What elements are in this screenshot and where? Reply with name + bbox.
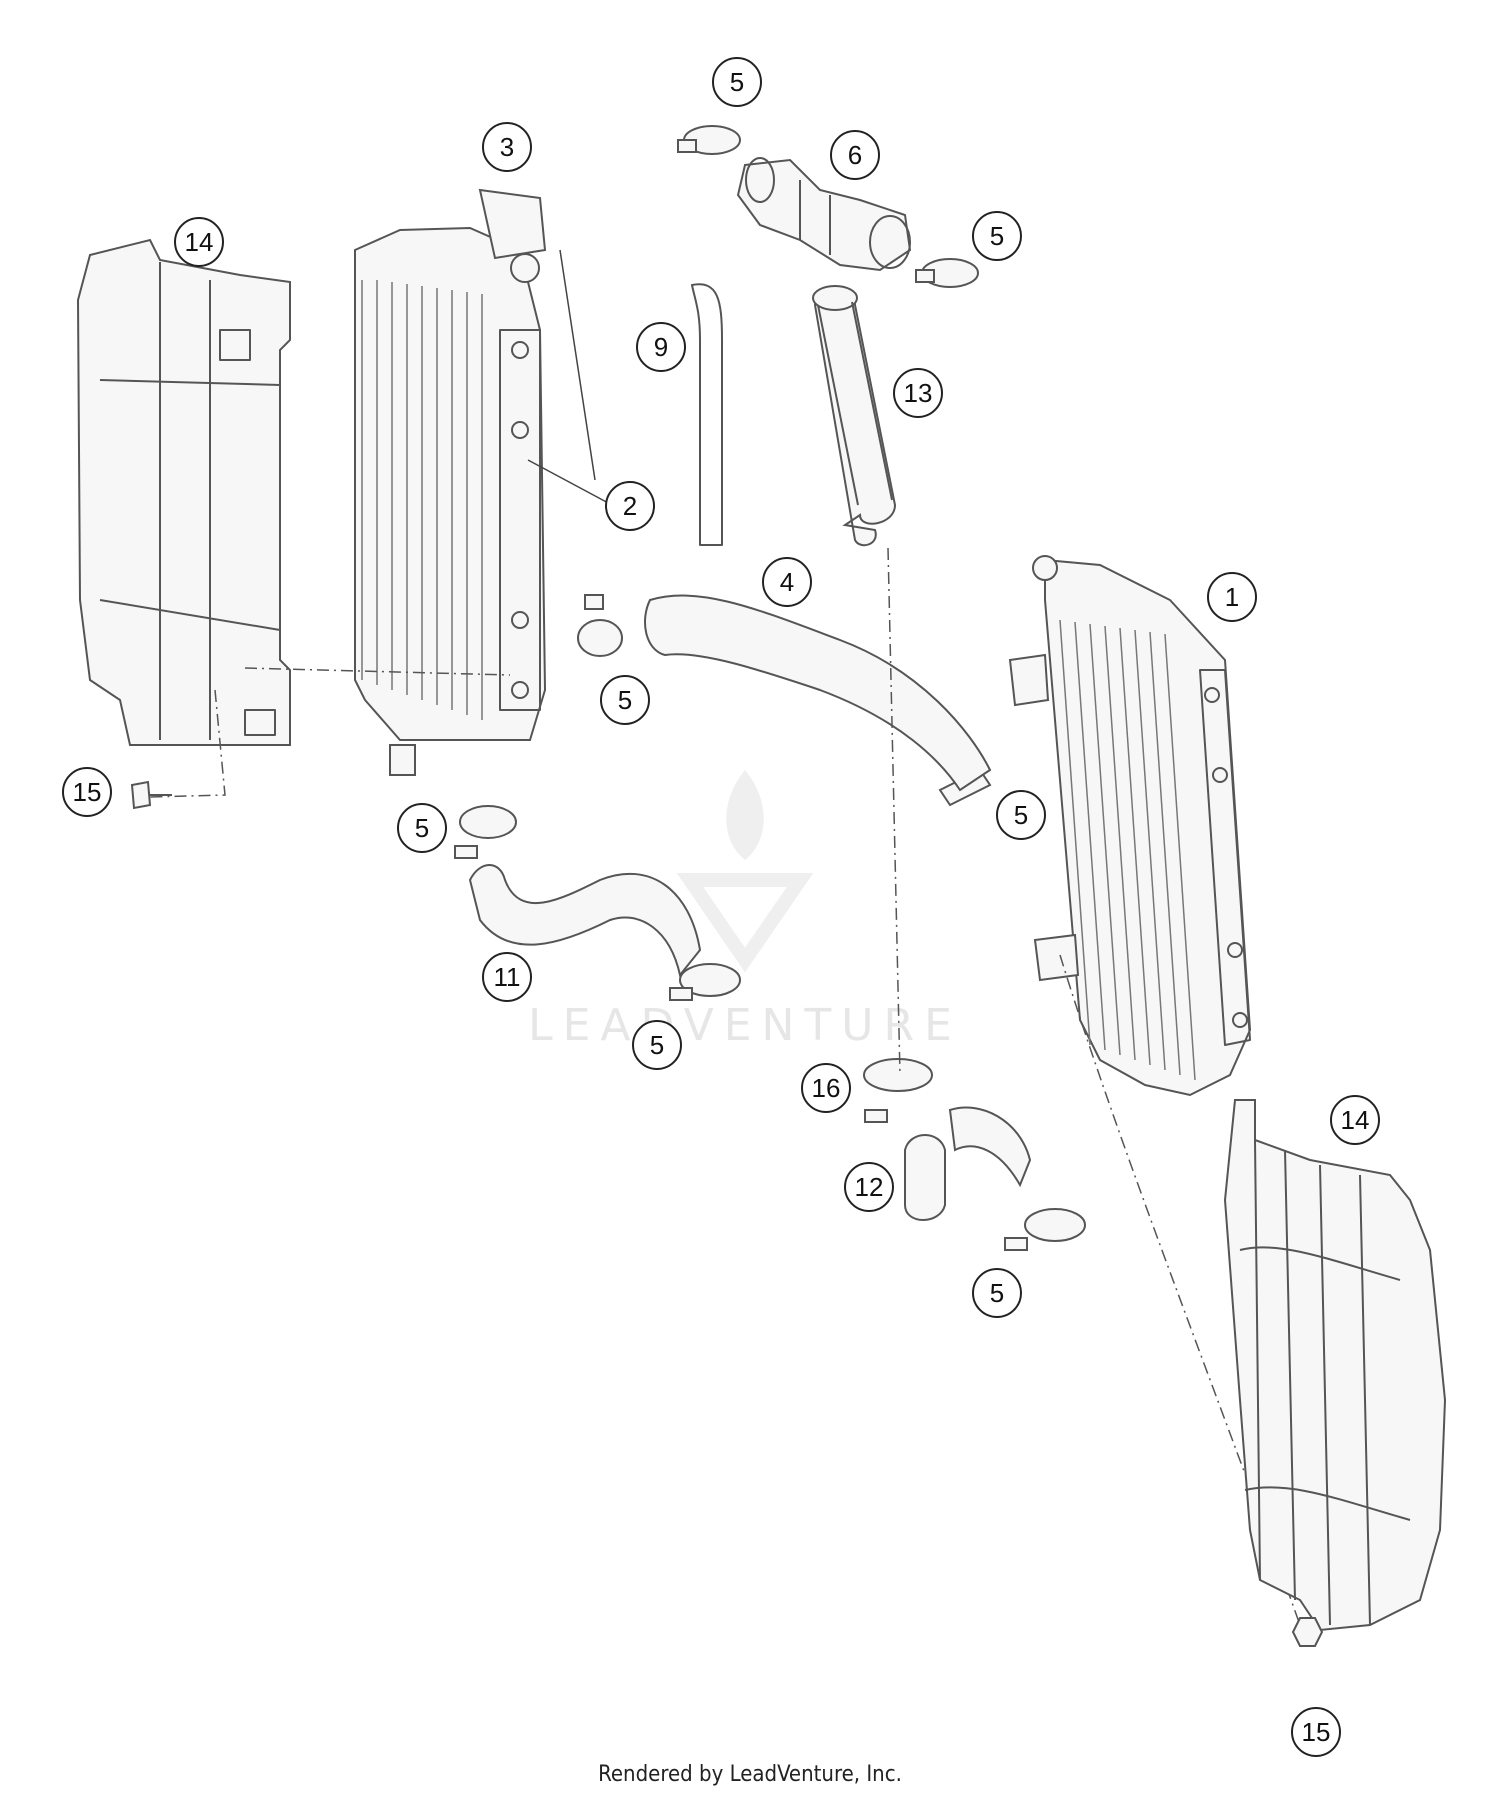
svg-text:15: 15 xyxy=(73,777,102,807)
clamp-top-left xyxy=(677,125,741,155)
hose-connector xyxy=(736,157,912,272)
callout-5-hose11-bottom: 5 xyxy=(632,1020,682,1070)
svg-text:9: 9 xyxy=(654,332,668,362)
svg-text:2: 2 xyxy=(623,491,637,521)
bolt-right xyxy=(1291,1617,1324,1647)
radiator-shroud-left xyxy=(76,238,291,746)
svg-text:12: 12 xyxy=(855,1172,884,1202)
svg-text:5: 5 xyxy=(990,221,1004,251)
callout-14-left: 14 xyxy=(174,217,224,267)
callout-6: 6 xyxy=(830,130,880,180)
vent-hose xyxy=(691,283,723,546)
callout-16: 16 xyxy=(801,1063,851,1113)
svg-text:11: 11 xyxy=(494,962,521,992)
svg-text:14: 14 xyxy=(185,227,214,257)
svg-text:5: 5 xyxy=(650,1030,664,1060)
callout-5-hose4-end: 5 xyxy=(996,790,1046,840)
svg-text:16: 16 xyxy=(812,1073,841,1103)
callout-5-hose12: 5 xyxy=(972,1268,1022,1318)
svg-text:5: 5 xyxy=(618,685,632,715)
radiator-right xyxy=(1008,555,1252,1097)
callout-14-right: 14 xyxy=(1330,1095,1380,1145)
clamp-top-right xyxy=(915,258,979,288)
svg-text:1: 1 xyxy=(1225,582,1239,612)
alignment-line-bolt xyxy=(149,689,226,798)
callout-4: 4 xyxy=(762,557,812,607)
svg-text:15: 15 xyxy=(1302,1717,1331,1747)
svg-text:5: 5 xyxy=(730,67,744,97)
callout-5-top-right: 5 xyxy=(972,211,1022,261)
callout-1: 1 xyxy=(1207,572,1257,622)
callout-12: 12 xyxy=(844,1162,894,1212)
svg-text:5: 5 xyxy=(415,813,429,843)
callout-9: 9 xyxy=(636,322,686,372)
callout-5-mid: 5 xyxy=(600,675,650,725)
callout-5-top-left: 5 xyxy=(712,57,762,107)
hose-lower-left xyxy=(468,864,702,978)
clamp-hose12 xyxy=(1004,1208,1086,1251)
clamp-mid xyxy=(577,594,623,657)
callout-13: 13 xyxy=(893,368,943,418)
callout-5-left: 5 xyxy=(397,803,447,853)
svg-text:5: 5 xyxy=(990,1278,1004,1308)
svg-text:6: 6 xyxy=(848,140,862,170)
svg-text:14: 14 xyxy=(1341,1105,1370,1135)
clamp-16 xyxy=(863,1058,933,1123)
footer-credit: Rendered by LeadVenture, Inc. xyxy=(598,1762,902,1787)
hose-upper xyxy=(644,594,992,792)
alignment-line-tube xyxy=(887,547,901,1076)
svg-text:5: 5 xyxy=(1014,800,1028,830)
connecting-tube xyxy=(812,285,897,547)
hose-lower-right xyxy=(904,1106,1032,1221)
svg-text:3: 3 xyxy=(500,132,514,162)
bolt-left xyxy=(130,780,172,810)
radiator-shroud-right xyxy=(1223,1099,1447,1632)
clamp-hose11-top xyxy=(454,805,517,859)
svg-text:13: 13 xyxy=(904,378,933,408)
callout-15-left: 15 xyxy=(62,767,112,817)
watermark-logo: LEADVENTURE xyxy=(528,770,962,1051)
callout-3: 3 xyxy=(482,122,532,172)
radiator-left xyxy=(354,188,613,776)
clamp-hose11-bottom xyxy=(669,963,741,1001)
watermark-text: LEADVENTURE xyxy=(528,1000,962,1051)
callout-2: 2 xyxy=(605,481,655,531)
svg-text:4: 4 xyxy=(780,567,794,597)
callout-15-right: 15 xyxy=(1291,1707,1341,1757)
callout-11: 11 xyxy=(482,952,532,1002)
alignment-line-left xyxy=(244,667,511,676)
